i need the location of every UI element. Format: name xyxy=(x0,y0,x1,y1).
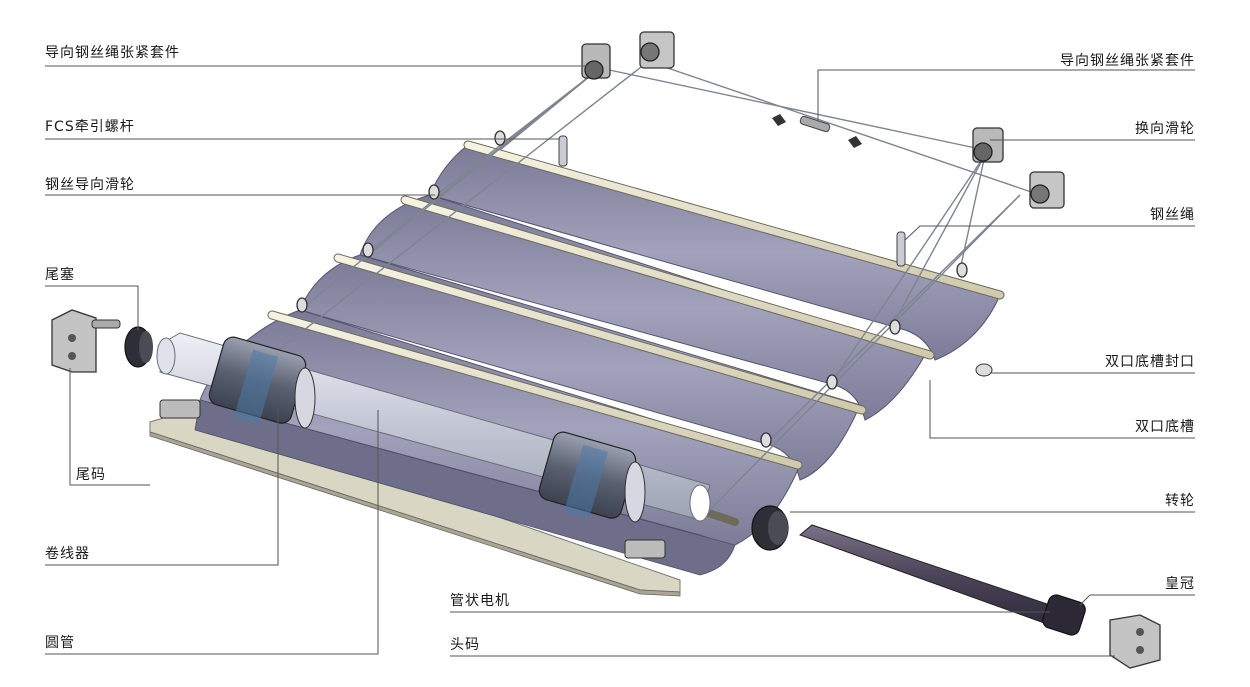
label-double-groove: 双口底槽 xyxy=(1135,419,1195,435)
label-wire-rope: 钢丝绳 xyxy=(1150,207,1195,223)
tension-brackets xyxy=(581,31,1065,209)
wire-ropes xyxy=(239,59,1041,521)
label-tubular-motor: 管状电机 xyxy=(450,593,510,609)
label-double-groove-cap: 双口底槽封口 xyxy=(1105,354,1195,370)
label-fcs-screw: FCS牵引螺杆 xyxy=(45,119,135,135)
label-reversing-pulley: 换向滑轮 xyxy=(1135,121,1195,137)
turnbuckle xyxy=(772,114,862,148)
label-wire-guide-pulley: 钢丝导向滑轮 xyxy=(45,177,135,193)
label-head-bracket: 头码 xyxy=(450,637,480,653)
label-round-tube: 圆管 xyxy=(45,635,75,651)
fcs-screws xyxy=(558,135,906,267)
leader-lines xyxy=(45,65,1195,657)
label-tension-kit-left: 导向钢丝绳张紧套件 xyxy=(45,45,180,61)
label-winder: 卷线器 xyxy=(45,546,90,562)
drive-assembly xyxy=(751,505,1161,669)
profile-rails xyxy=(267,140,1005,526)
tail-bracket-parts xyxy=(51,309,153,373)
label-tail-plug: 尾塞 xyxy=(45,267,75,283)
channel-brackets xyxy=(159,399,666,559)
label-drive-wheel: 转轮 xyxy=(1165,493,1195,509)
guide-pulleys xyxy=(296,130,968,448)
end-cap xyxy=(975,363,993,377)
winders xyxy=(208,336,646,523)
label-tension-kit-right: 导向钢丝绳张紧套件 xyxy=(1060,53,1195,69)
label-tail-bracket: 尾码 xyxy=(76,467,106,483)
label-crown: 皇冠 xyxy=(1165,576,1195,592)
